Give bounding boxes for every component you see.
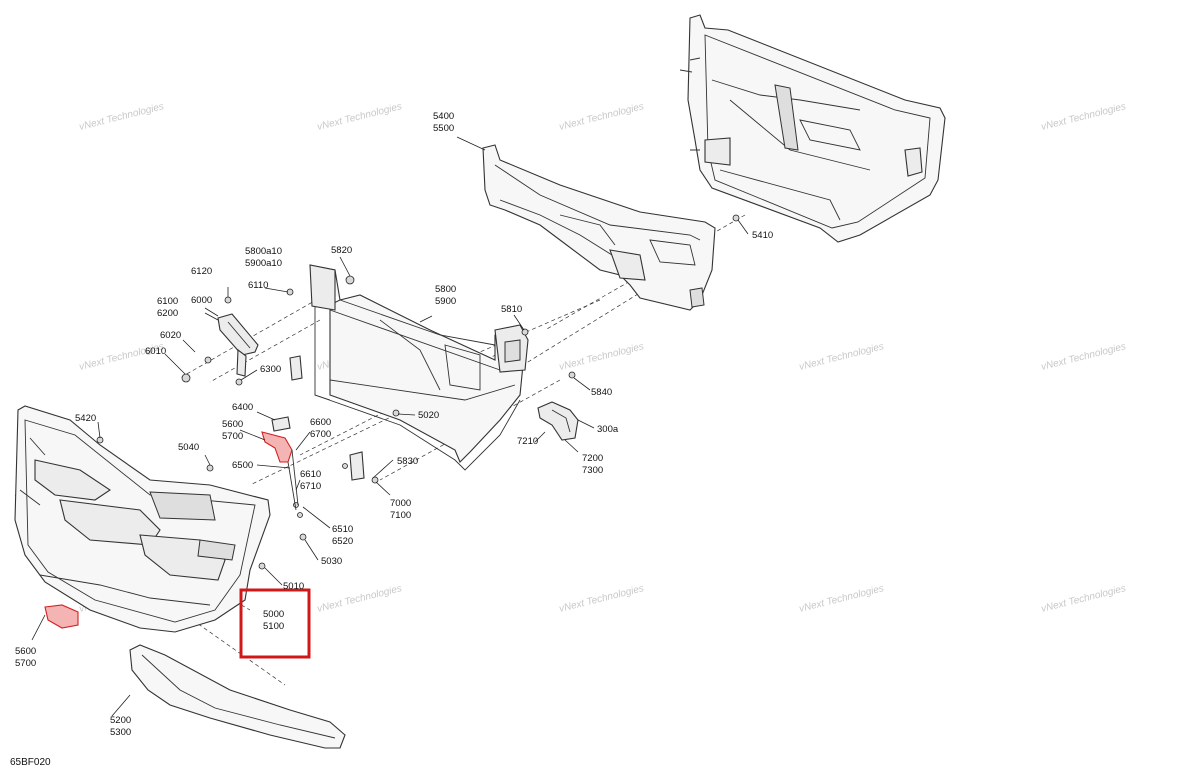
callout-5830: 5830	[397, 456, 418, 467]
watermark: vNext Technologies	[798, 341, 885, 373]
callout-5040: 5040	[178, 442, 199, 453]
callout-7210: 7210	[517, 436, 538, 447]
door-frame-5800	[289, 264, 529, 481]
callout-6120: 6120	[191, 266, 212, 277]
watermark: vNext Technologies	[78, 101, 165, 133]
callout-6020: 6020	[160, 330, 181, 341]
door-inner-panel-left	[14, 405, 271, 633]
watermark: vNext Technologies	[558, 583, 645, 615]
callout-5020: 5020	[418, 410, 439, 421]
watermark: vNext Technologies	[1040, 583, 1127, 615]
watermark: vNext Technologies	[558, 341, 645, 373]
callout-5810: 5810	[501, 304, 522, 315]
door-inner-panel-5400	[482, 144, 716, 311]
leader-lines	[31, 136, 749, 717]
latch-7200	[537, 401, 579, 441]
door-outer-panel-top	[679, 14, 946, 243]
callout-6300: 6300	[260, 364, 281, 375]
callout-300a: 300a	[597, 424, 619, 435]
callout-5410: 5410	[752, 230, 773, 241]
callout-6010: 6010	[145, 346, 166, 357]
callout-6400: 6400	[232, 402, 253, 413]
callout-5420: 5420	[75, 413, 96, 424]
watermark: vNext Technologies	[1040, 101, 1127, 133]
callout-5030: 5030	[321, 556, 342, 567]
callout-6500: 6500	[232, 460, 253, 471]
watermark: vNext Technologies	[798, 583, 885, 615]
handle-bezel-highlighted	[44, 604, 79, 629]
hardware-bolts	[96, 214, 740, 570]
diagram-code: 65BF020	[10, 757, 51, 768]
watermark: vNext Technologies	[558, 101, 645, 133]
callout-5010: 5010	[283, 581, 304, 592]
callout-6000: 6000	[191, 295, 212, 306]
door-handle-highlighted	[261, 431, 299, 511]
callout-6110: 6110	[248, 280, 268, 291]
watermark: vNext Technologies	[1040, 341, 1127, 373]
hinge-bracket-6000	[217, 313, 259, 377]
callout-5820: 5820	[331, 245, 352, 256]
lower-trim-panel-5200	[129, 644, 346, 749]
callout-5840: 5840	[591, 387, 612, 398]
highlight-box	[239, 588, 311, 659]
watermark: vNext Technologies	[316, 101, 403, 133]
watermark: vNext Technologies	[316, 583, 403, 615]
